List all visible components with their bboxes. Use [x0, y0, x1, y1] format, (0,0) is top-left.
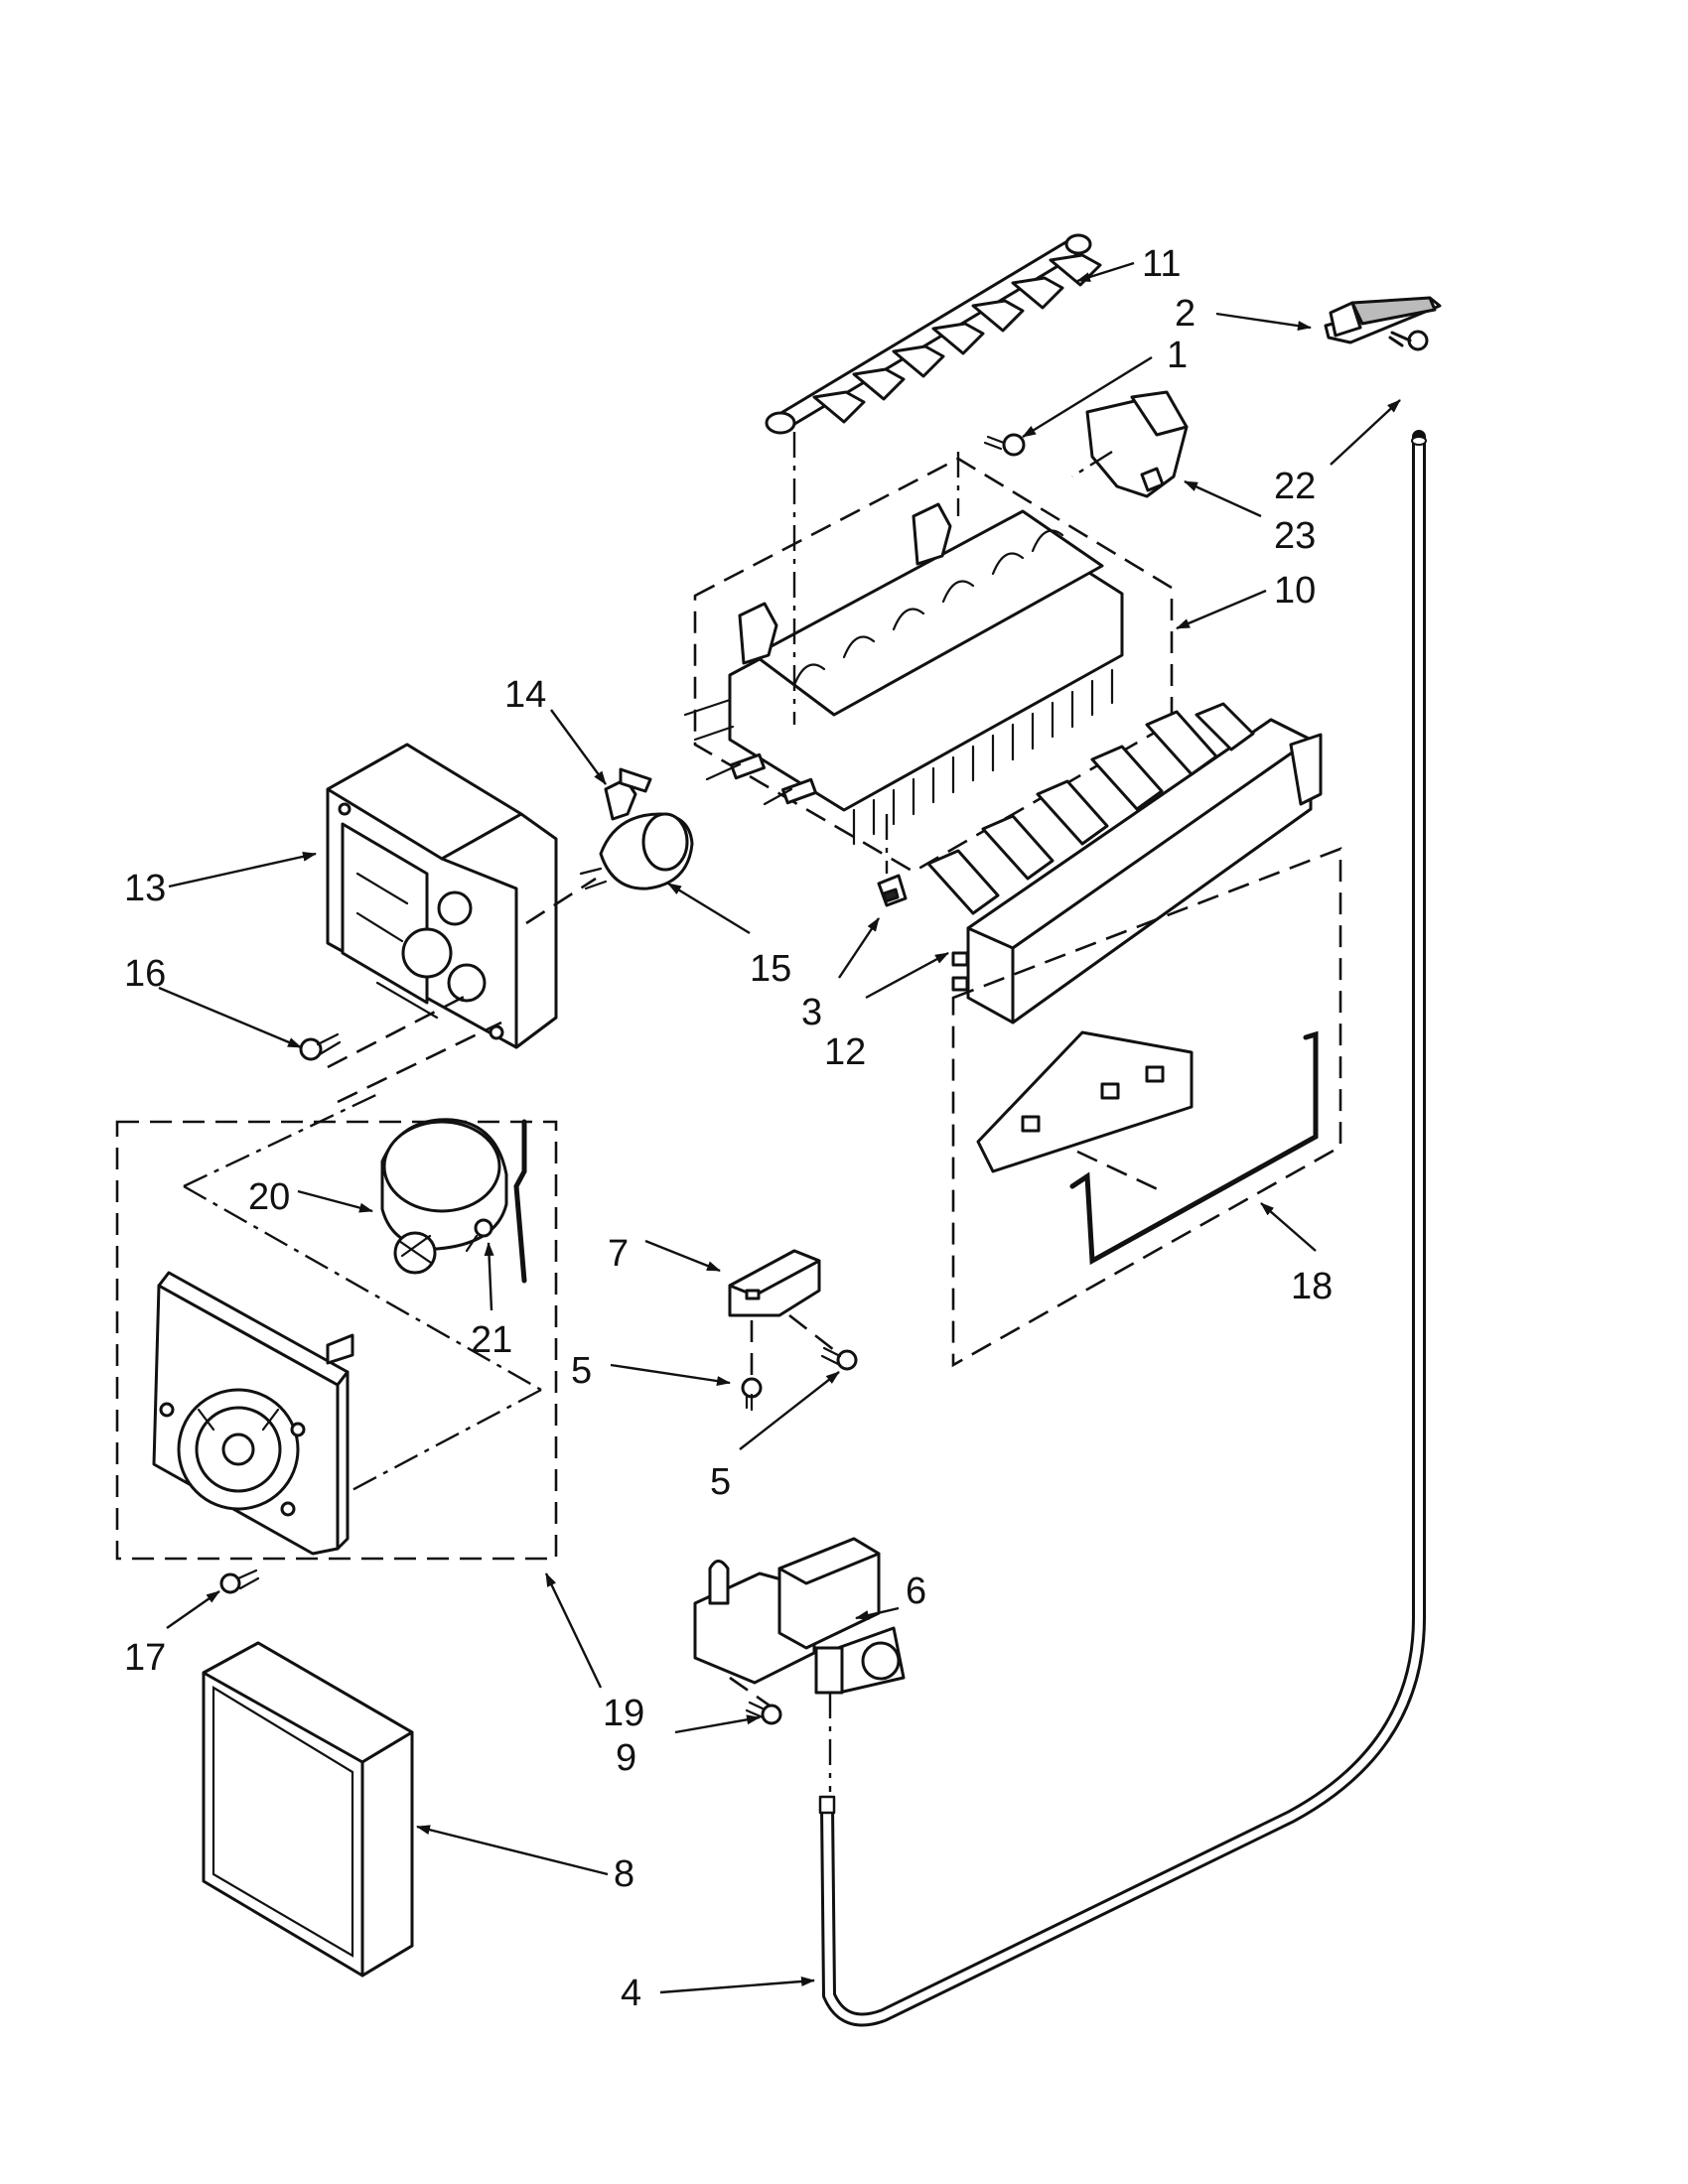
gear-plate-part — [152, 1271, 354, 1556]
callout-5-upper: 5 — [571, 1350, 592, 1392]
bracket-part — [1324, 296, 1442, 344]
callout-labels: 11 2 1 22 23 10 14 13 15 3 12 16 20 21 7… — [124, 243, 1333, 2014]
screw-part-1 — [983, 433, 1026, 457]
callout-8: 8 — [614, 1853, 634, 1895]
control-housing-part — [326, 743, 558, 1049]
leader-lines — [158, 261, 1401, 1994]
alignment-line — [525, 877, 597, 925]
water-valve-part — [693, 1537, 906, 1695]
bracket-part-23 — [1085, 390, 1189, 498]
screw-part-5a — [741, 1377, 763, 1412]
callout-10: 10 — [1274, 570, 1316, 612]
screw-part-17 — [219, 1569, 260, 1594]
callout-12: 12 — [824, 1031, 866, 1073]
callout-16: 16 — [124, 953, 166, 995]
callout-9: 9 — [616, 1737, 636, 1779]
callout-7: 7 — [608, 1233, 629, 1275]
motor-part-20 — [380, 1118, 527, 1284]
water-inlet-tube — [818, 430, 1427, 2027]
callout-5-lower: 5 — [710, 1461, 731, 1503]
module-group-outline — [115, 1090, 558, 1561]
callout-19: 19 — [603, 1693, 644, 1734]
ice-mold-part — [683, 457, 1174, 874]
callout-2: 2 — [1175, 293, 1196, 335]
bracket-part-7 — [728, 1249, 821, 1317]
screw-part-5b — [820, 1346, 858, 1371]
alignment-line — [183, 1184, 542, 1392]
bail-arm-group — [951, 847, 1342, 1368]
alignment-line — [327, 991, 473, 1069]
callout-15: 15 — [750, 948, 791, 990]
alignment-line — [788, 1313, 835, 1352]
shutoff-arm-part — [926, 702, 1323, 1024]
callout-6: 6 — [906, 1570, 926, 1612]
callout-22: 22 — [1274, 466, 1316, 507]
screw-part-21 — [465, 1218, 493, 1253]
alignment-line — [183, 1090, 383, 1188]
front-cover-part — [202, 1641, 414, 1978]
callout-14: 14 — [504, 674, 546, 716]
callout-23: 23 — [1274, 515, 1316, 557]
callout-17: 17 — [124, 1637, 166, 1679]
screw-part-16 — [299, 1032, 342, 1061]
clip-part-14 — [604, 767, 652, 821]
screw-part-9 — [745, 1701, 782, 1725]
alignment-line — [337, 1021, 502, 1104]
screw-part-22 — [1388, 330, 1429, 351]
callout-3: 3 — [801, 992, 822, 1033]
callout-21: 21 — [471, 1319, 512, 1361]
callout-11: 11 — [1142, 243, 1181, 285]
callout-18: 18 — [1291, 1266, 1333, 1307]
ejector-part — [765, 233, 1102, 435]
clip-part-3 — [877, 874, 908, 907]
alignment-line — [1071, 450, 1113, 478]
callout-4: 4 — [621, 1973, 641, 2014]
callout-1: 1 — [1167, 335, 1188, 376]
callout-13: 13 — [124, 868, 166, 909]
callout-20: 20 — [248, 1176, 290, 1218]
thermostat-part-15 — [579, 812, 694, 890]
